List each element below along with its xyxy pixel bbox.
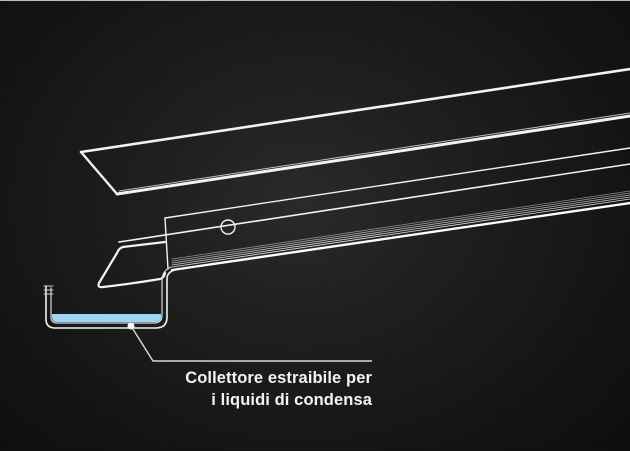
callout-dot-icon <box>127 322 135 330</box>
condensate-tray <box>43 266 176 329</box>
screw-hole-icon <box>220 219 236 235</box>
callout-label-line-1: Collettore estraibile per <box>185 369 372 387</box>
bottom-rail-band <box>170 190 630 272</box>
callout-label: Collettore estraibile per i liquidi di c… <box>185 367 372 411</box>
top-panel <box>79 67 630 196</box>
condensate-liquid <box>52 314 161 322</box>
callout-leader <box>127 322 372 362</box>
inner-rail <box>118 147 630 270</box>
callout-label-line-2: i liquidi di condensa <box>211 391 372 409</box>
left-flap <box>97 240 167 289</box>
